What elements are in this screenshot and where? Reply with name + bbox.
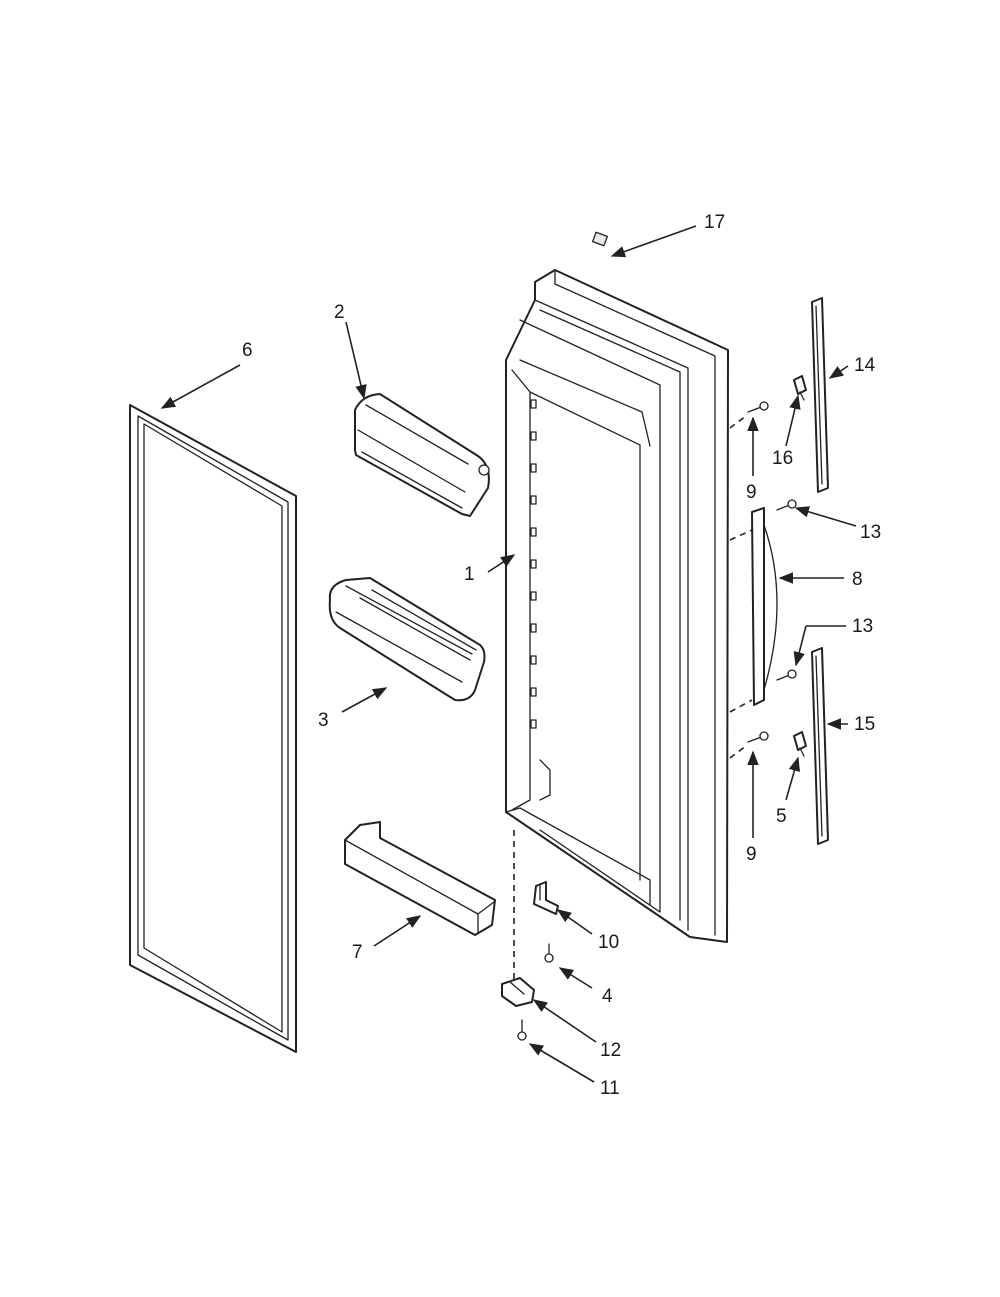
hinge-bracket-part [533, 881, 559, 915]
leader-4 [558, 967, 593, 989]
leader-11 [528, 1043, 595, 1083]
callout-3: 3 [318, 710, 329, 731]
callout-5: 5 [776, 806, 787, 827]
callout-13-lower: 13 [852, 616, 873, 637]
callout-10: 10 [598, 932, 619, 953]
lower-shelf-part [344, 821, 496, 936]
leader-10 [556, 909, 593, 935]
callout-11: 11 [600, 1078, 620, 1099]
leader-14 [828, 365, 849, 379]
shelf-slots [530, 399, 537, 729]
leader-7 [373, 915, 422, 947]
leader-1 [487, 554, 516, 573]
trim-strip-upper-part [811, 297, 829, 493]
callout-1: 1 [464, 564, 475, 585]
callout-7: 7 [352, 942, 363, 963]
lower-hinge-screw-part [517, 1019, 527, 1041]
callout-12: 12 [600, 1040, 621, 1061]
leader-6 [160, 364, 241, 409]
dairy-door-part [354, 393, 490, 517]
callout-labels: 6 2 17 14 16 9 13 1 8 13 3 15 5 9 7 10 4… [242, 212, 881, 1099]
leader-12 [532, 999, 597, 1043]
handle-screw-lower-part [729, 731, 769, 759]
hinge-screw-part [544, 943, 554, 963]
leader-13b-drop [793, 625, 807, 667]
door-bin-part [328, 577, 486, 702]
trim-clip-lower-part [793, 731, 807, 757]
callout-15: 15 [854, 714, 875, 735]
callout-16: 16 [772, 448, 793, 469]
door-assembly-part [505, 231, 729, 943]
leader-5 [785, 756, 800, 801]
handle-mount-screw-lower-part [776, 669, 797, 681]
callout-14: 14 [854, 355, 876, 376]
handle-screw-upper-part [729, 401, 769, 429]
door-gasket-part [129, 404, 297, 1053]
leader-13a [794, 506, 857, 527]
handle-mount-screw-upper-part [776, 499, 797, 511]
trim-clip-upper-part [793, 375, 807, 401]
door-handle-part [729, 507, 778, 713]
callout-13-upper: 13 [860, 522, 881, 543]
leader-2 [345, 321, 367, 400]
callout-9-upper: 9 [746, 482, 757, 503]
lower-hinge-part [501, 830, 535, 1007]
leader-17 [610, 225, 697, 258]
callout-2: 2 [334, 302, 345, 323]
trim-strip-lower-part [811, 647, 829, 845]
leader-16 [785, 394, 801, 447]
callout-4: 4 [602, 986, 613, 1007]
callout-17: 17 [704, 212, 725, 233]
leader-lines [160, 225, 857, 1083]
callout-8: 8 [852, 569, 863, 590]
callout-9-lower: 9 [746, 844, 757, 865]
callout-6: 6 [242, 340, 253, 361]
leader-3 [341, 687, 388, 713]
